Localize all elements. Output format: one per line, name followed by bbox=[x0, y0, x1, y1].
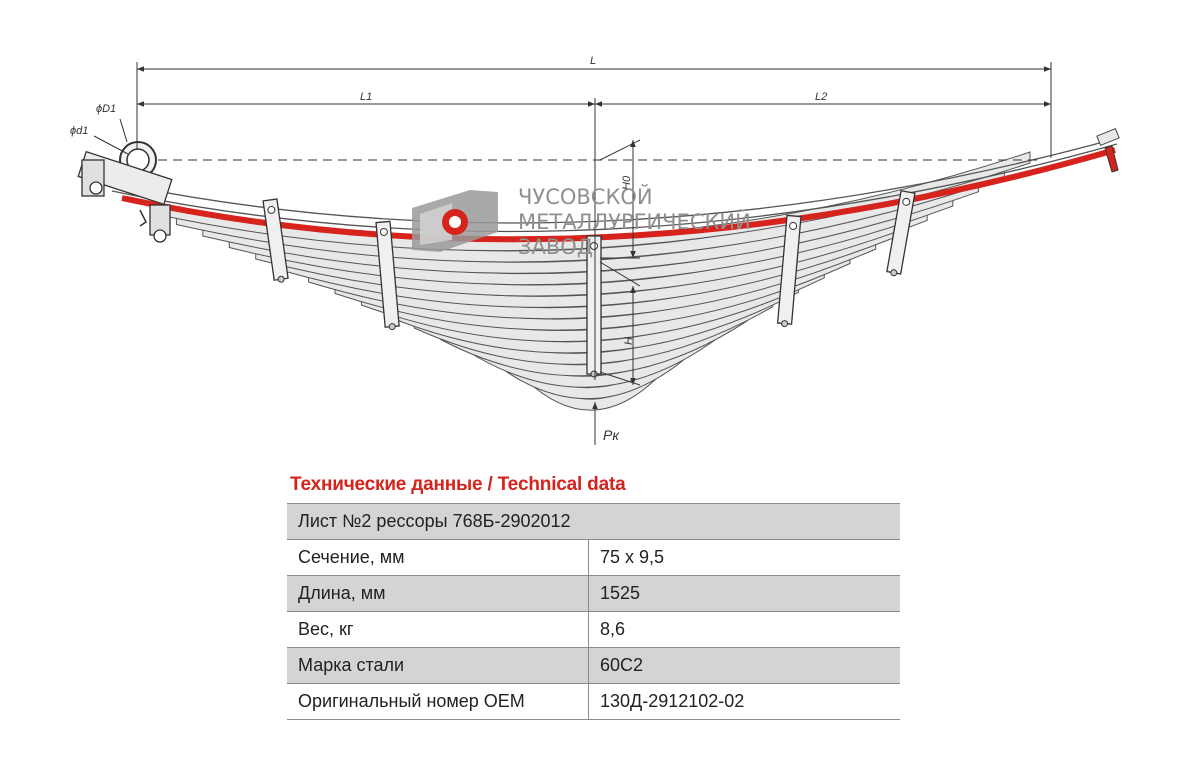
row-label: Длина, мм bbox=[287, 575, 589, 612]
right-end-clip bbox=[1096, 127, 1120, 147]
main-leaf-inner bbox=[111, 143, 1118, 233]
logo-line-3: ЗАВОД bbox=[518, 235, 593, 259]
dimension-lines bbox=[93, 62, 1052, 445]
row-label: Оригинальный номер ОЕМ bbox=[287, 683, 589, 720]
load-label: Рк bbox=[603, 427, 620, 443]
row-value: 8,6 bbox=[588, 611, 900, 648]
row-label: Марка стали bbox=[287, 647, 589, 684]
table-row: Оригинальный номер ОЕМ 130Д-2912102-02 bbox=[287, 683, 900, 720]
spring-clamp bbox=[886, 190, 916, 277]
dim-small-d1-label: ϕd1 bbox=[70, 125, 88, 137]
company-logo: ЧУСОВСКОЙ МЕТАЛЛУРГИЧЕСКИЙ ЗАВОД bbox=[412, 184, 751, 259]
row-value: 1525 bbox=[588, 575, 900, 612]
logo-line-2: МЕТАЛЛУРГИЧЕСКИЙ bbox=[518, 209, 751, 234]
spring-clamp bbox=[375, 220, 400, 331]
dim-l2-label: L2 bbox=[815, 91, 827, 103]
dimension-labels: L L1 L2 ϕD1 ϕd1 H0 H Рк bbox=[70, 55, 827, 443]
spring-clamp bbox=[776, 214, 802, 328]
row-value: 130Д-2912102-02 bbox=[588, 683, 900, 720]
spring-clamp bbox=[586, 235, 602, 378]
dim-d1-label: ϕD1 bbox=[96, 103, 116, 115]
spring-eye bbox=[77, 141, 173, 243]
leaf-spring-drawing: L L1 L2 ϕD1 ϕd1 H0 H Рк ЧУСОВСКОЙ МЕТАЛЛ… bbox=[70, 55, 1120, 445]
table-row: Вес, кг 8,6 bbox=[287, 611, 900, 648]
dim-h-label: H bbox=[623, 337, 635, 345]
table-header: Лист №2 рессоры 768Б-2902012 bbox=[287, 503, 900, 540]
row-value: 75 х 9,5 bbox=[588, 539, 900, 576]
table-header-row: Лист №2 рессоры 768Б-2902012 bbox=[287, 503, 900, 540]
technical-data-title: Технические данные / Technical data bbox=[290, 474, 626, 495]
main-leaf bbox=[109, 137, 1119, 224]
highlighted-leaf-2 bbox=[121, 147, 1116, 243]
dim-l1-label: L1 bbox=[360, 91, 372, 103]
technical-data-table: Лист №2 рессоры 768Б-2902012 Сечение, мм… bbox=[287, 503, 900, 720]
row-label: Вес, кг bbox=[287, 611, 589, 648]
logo-line-1: ЧУСОВСКОЙ bbox=[518, 184, 653, 209]
spring-clamps bbox=[262, 190, 916, 378]
table-row: Длина, мм 1525 bbox=[287, 575, 900, 612]
row-value: 60С2 bbox=[588, 647, 900, 684]
table-row: Марка стали 60С2 bbox=[287, 647, 900, 684]
dim-h0-label: H0 bbox=[621, 175, 633, 190]
row-label: Сечение, мм bbox=[287, 539, 589, 576]
spring-clamp bbox=[262, 198, 289, 283]
right-leaf-end bbox=[1104, 145, 1119, 173]
table-row: Сечение, мм 75 х 9,5 bbox=[287, 539, 900, 576]
dim-l-label: L bbox=[590, 55, 596, 67]
